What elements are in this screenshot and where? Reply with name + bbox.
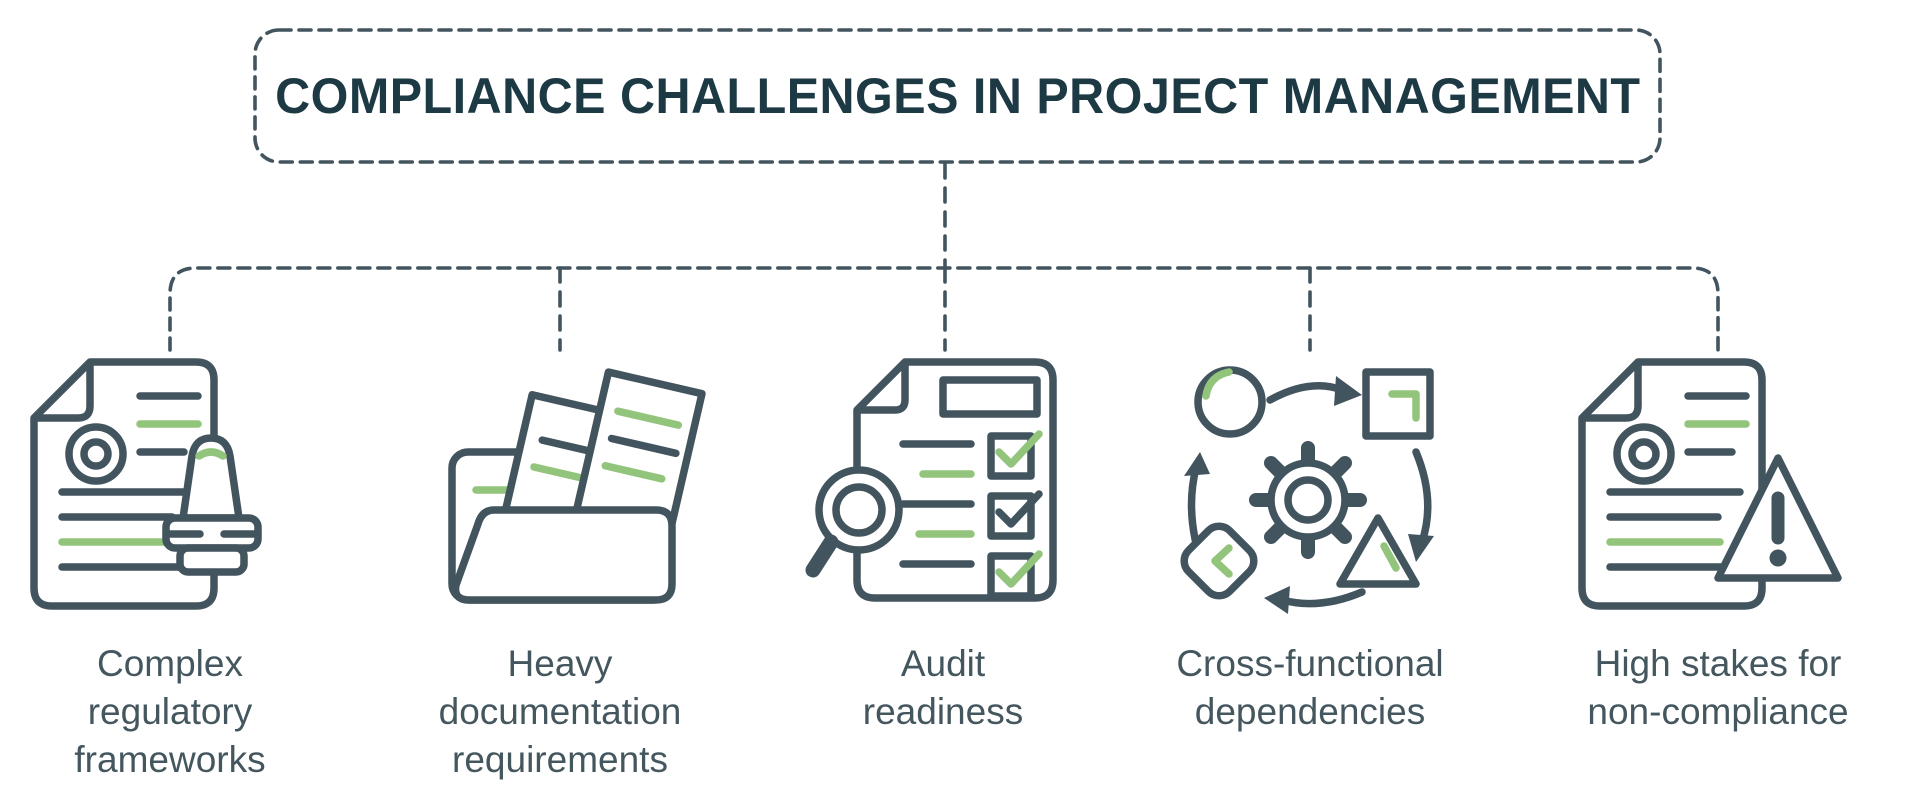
document-warning-icon <box>1578 358 1842 610</box>
item-label: High stakes for non-compliance <box>1587 643 1849 732</box>
gear-cycle-icon <box>1180 366 1434 614</box>
document-stamp-icon <box>30 358 262 610</box>
item-label: Audit readiness <box>862 643 1024 732</box>
page-title: COMPLIANCE CHALLENGES IN PROJECT MANAGEM… <box>274 68 1641 124</box>
title-frame-dashed-border <box>253 28 1662 164</box>
item-cross-functional-dependencies: Cross-functional dependencies <box>1140 352 1480 736</box>
item-complex-regulatory-frameworks: Complex regulatory frameworks <box>0 352 340 784</box>
item-label: Cross-functional dependencies <box>1176 643 1444 732</box>
item-label: Heavy documentation requirements <box>438 643 682 780</box>
title-box: COMPLIANCE CHALLENGES IN PROJECT MANAGEM… <box>255 30 1660 162</box>
item-heavy-documentation-requirements: Heavy documentation requirements <box>390 352 730 784</box>
item-label: Complex regulatory frameworks <box>74 643 266 780</box>
item-high-stakes-non-compliance: High stakes for non-compliance <box>1548 352 1888 736</box>
folder-documents-icon <box>448 368 706 604</box>
checklist-magnifier-icon <box>805 358 1057 602</box>
item-audit-readiness: Audit readiness <box>773 352 1113 736</box>
